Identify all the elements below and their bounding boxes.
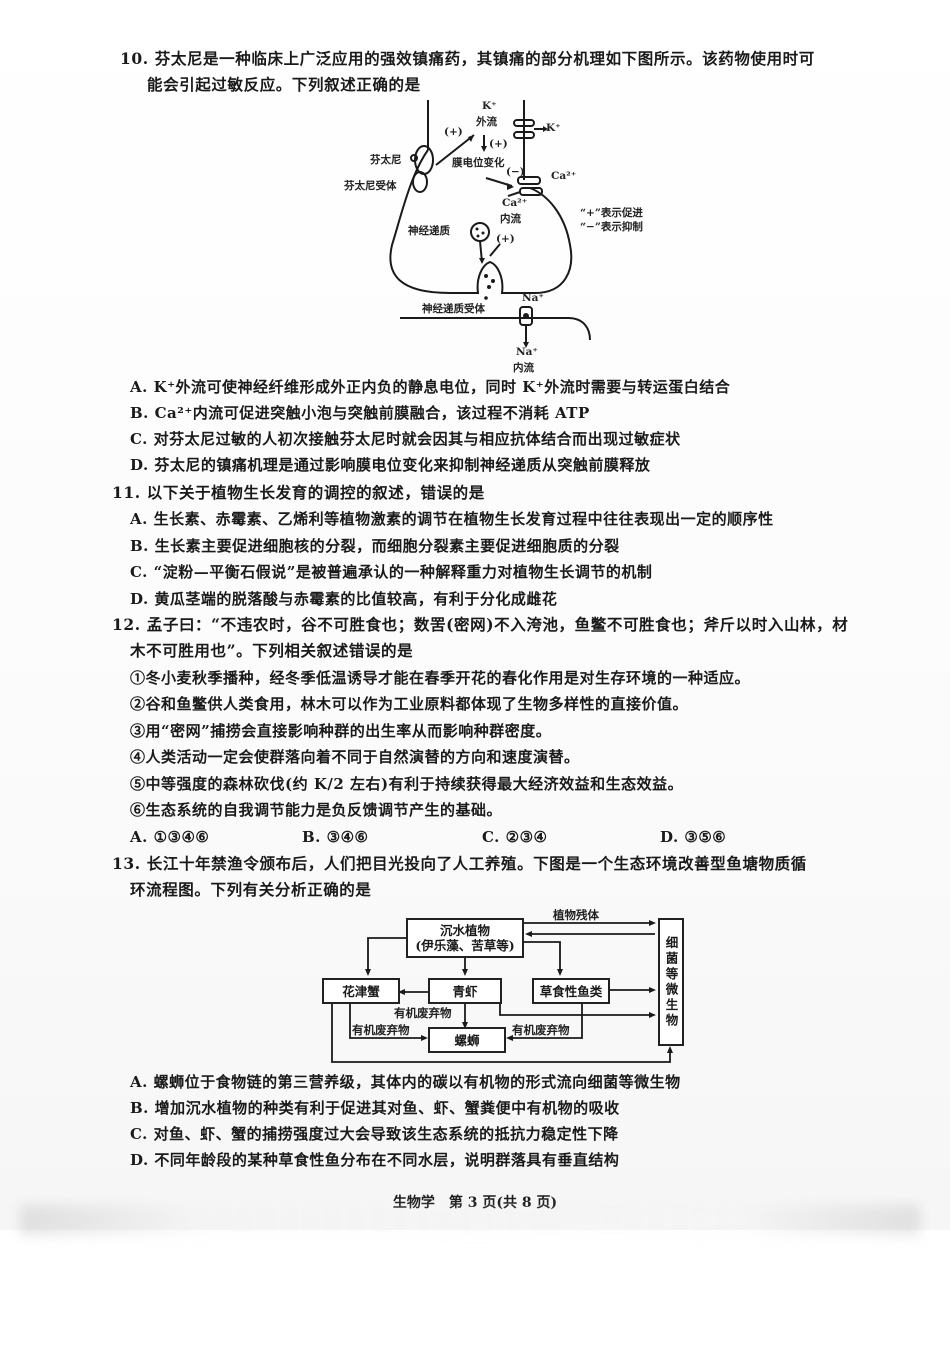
q13-option-a: A. 螺蛳位于食物链的第三营养级，其体内的碳以有机物的形式流向细菌等微生物 — [130, 1073, 681, 1091]
q13-option-d: D. 不同年龄段的某种草食性鱼分布在不同水层，说明群落具有垂直结构 — [130, 1151, 620, 1169]
submerged-plants-examples: (伊乐藻、苦草等) — [415, 938, 515, 953]
neurotransmitter-label: 神经递质 — [408, 225, 450, 237]
q12-statement-2: ②谷和鱼鳖供人类食用，林木可以作为工业原料都体现了生物多样性的直接价值。 — [130, 695, 689, 713]
k-ion-right-label: K⁺ — [546, 122, 561, 134]
q10-option-d: D. 芬太尼的镇痛机理是通过影响膜电位变化来抑制神经递质从突触前膜释放 — [130, 456, 651, 474]
q13-option-c: C. 对鱼、虾、蟹的捕捞强度过大会导致该生态系统的抵抗力稳定性下降 — [130, 1125, 619, 1143]
plant-residue-label: 植物残体 — [553, 908, 599, 922]
q13-stem-line2: 环流程图。下列有关分析正确的是 — [130, 880, 372, 899]
q12-statement-6: ⑥生态系统的自我调节能力是负反馈调节产生的基础。 — [130, 801, 503, 819]
q11-stem: 11. 以下关于植物生长发育的调控的叙述，错误的是 — [112, 483, 485, 502]
fentanyl-receptor-label: 芬太尼受体 — [344, 180, 397, 192]
fishpond-arrows — [331, 920, 673, 1063]
snail-box: 螺蛳 — [428, 1027, 506, 1053]
ca-ion-in-label: Ca²⁺ — [502, 197, 528, 209]
q12-statement-5: ⑤中等强度的森林砍伐(约 K/2 左右)有利于持续获得最大经济效益和生态效益。 — [130, 775, 684, 793]
organic-waste-label-2: 有机废弃物 — [352, 1023, 410, 1037]
submerged-plants-box: 沉水植物 (伊乐藻、苦草等) — [406, 918, 524, 958]
membrane-potential-change-label: 膜电位变化 — [452, 157, 505, 169]
q10-stem-line1: 10. 芬太尼是一种临床上广泛应用的强效镇痛药，其镇痛的部分机理如下图所示。该药… — [120, 49, 815, 68]
exam-page: 10. 芬太尼是一种临床上广泛应用的强效镇痛药，其镇痛的部分机理如下图所示。该药… — [0, 0, 950, 1235]
q11-option-b: B. 生长素主要促进细胞核的分裂，而细胞分裂素主要促进细胞质的分裂 — [130, 537, 620, 555]
q12-option-b: B. ③④⑥ — [302, 828, 369, 846]
na-ion-top-label: Na⁺ — [522, 292, 544, 304]
microbes-label: 细菌等微生物 — [663, 935, 679, 1029]
organic-waste-label-3: 有机废弃物 — [512, 1023, 570, 1037]
ca-ion-right-label: Ca²⁺ — [551, 170, 577, 182]
q10-option-a: A. K⁺外流可使神经纤维形成外正内负的静息电位，同时 K⁺外流时需要与转运蛋白… — [130, 378, 731, 396]
promote-sign-2: (+) — [489, 138, 508, 150]
legend-inhibit: “−”表示抑制 — [580, 221, 643, 233]
promote-sign-3: (+) — [496, 233, 515, 245]
q12-statement-1: ①冬小麦秋季播种，经冬季低温诱导才能在春季开花的春化作用是对生存环境的一种适应。 — [130, 669, 751, 687]
snail-label: 螺蛳 — [454, 1032, 480, 1048]
herbivorous-fish-label: 草食性鱼类 — [539, 983, 603, 999]
na-ion-bottom-label: Na⁺ — [516, 346, 538, 358]
q11-option-c: C. “淀粉—平衡石假说”是被普遍承认的一种解释重力对植物生长调节的机制 — [130, 563, 653, 581]
synapse-drawing — [389, 100, 591, 348]
inhibit-sign: (−) — [506, 166, 525, 178]
q12-statement-4: ④人类活动一定会使群落向着不同于自然演替的方向和速度演替。 — [130, 748, 580, 766]
legend-promote: “+”表示促进 — [580, 207, 643, 219]
nt-receptor-label: 神经递质受体 — [422, 303, 485, 315]
q10-option-c: C. 对芬太尼过敏的人初次接触芬太尼时就会因其与相应抗体结合而出现过敏症状 — [130, 430, 681, 448]
ca-inflow-label: 内流 — [500, 213, 521, 225]
q12-option-d: D. ③⑤⑥ — [660, 828, 727, 846]
scan-edge-shadow — [20, 1205, 920, 1235]
submerged-plants-name: 沉水植物 — [439, 923, 490, 938]
microbes-box: 细菌等微生物 — [658, 918, 684, 1046]
q12-statement-3: ③用“密网”捕捞会直接影响种群的出生率从而影响种群密度。 — [130, 722, 552, 740]
na-inflow-label: 内流 — [513, 362, 534, 374]
organic-waste-label-1: 有机废弃物 — [394, 1006, 452, 1020]
q12-option-c: C. ②③④ — [482, 828, 548, 846]
crab-label: 花津蟹 — [342, 983, 380, 999]
fentanyl-label: 芬太尼 — [370, 154, 402, 166]
k-outflow-label: 外流 — [476, 116, 497, 128]
q10-stem-line2: 能会引起过敏反应。下列叙述正确的是 — [147, 75, 421, 94]
q11-option-d: D. 黄瓜茎端的脱落酸与赤霉素的比值较高，有利于分化成雌花 — [130, 590, 558, 608]
q13-option-b: B. 增加沉水植物的种类有利于促进其对鱼、虾、蟹粪便中有机物的吸收 — [130, 1099, 620, 1117]
q12-stem-line2: 木不可胜用也”。下列相关叙述错误的是 — [130, 641, 414, 660]
shrimp-box: 青虾 — [428, 978, 502, 1004]
q10-option-b: B. Ca²⁺内流可促进突触小泡与突触前膜融合，该过程不消耗 ATP — [130, 404, 590, 422]
q12-option-a: A. ①③④⑥ — [130, 828, 210, 846]
k-ion-top-label: K⁺ — [482, 100, 497, 112]
q11-option-a: A. 生长素、赤霉素、乙烯利等植物激素的调节在植物生长发育过程中往往表现出一定的… — [130, 510, 774, 528]
q13-stem-line1: 13. 长江十年禁渔令颁布后，人们把目光投向了人工养殖。下图是一个生态环境改善型… — [112, 854, 807, 873]
promote-sign-1: (+) — [444, 126, 463, 138]
shrimp-label: 青虾 — [452, 983, 478, 999]
q12-stem-line1: 12. 孟子曰：“不违农时，谷不可胜食也；数罟(密网)不入洿池，鱼鳖不可胜食也；… — [112, 615, 849, 634]
crab-box: 花津蟹 — [322, 978, 400, 1004]
herbivorous-fish-box: 草食性鱼类 — [532, 978, 610, 1004]
